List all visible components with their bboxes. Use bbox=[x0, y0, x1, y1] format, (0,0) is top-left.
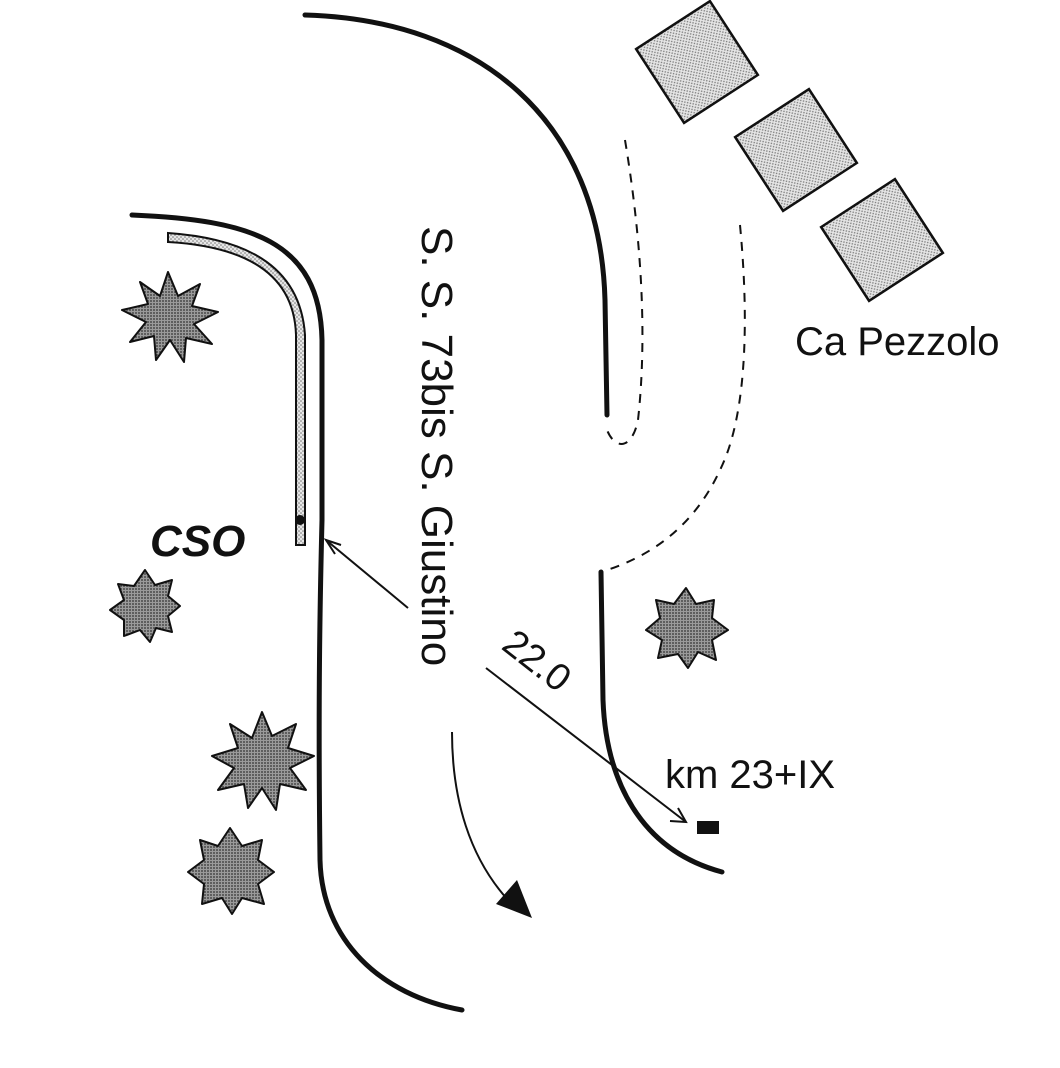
side-road-edge-outer bbox=[600, 224, 746, 573]
house-2 bbox=[733, 87, 859, 213]
cso-pointer-head bbox=[323, 538, 342, 555]
road-east-edge-south bbox=[598, 569, 725, 875]
tree-3 bbox=[211, 711, 315, 811]
cso-pointer-line bbox=[325, 539, 409, 609]
house-1 bbox=[634, 0, 760, 125]
house-3 bbox=[819, 177, 945, 303]
locality-label: Ca Pezzolo bbox=[795, 320, 1000, 364]
road-west-edge bbox=[129, 212, 465, 1013]
distance-line bbox=[485, 667, 687, 823]
km-marker-post bbox=[697, 821, 719, 834]
site-label: CSO bbox=[150, 517, 245, 566]
direction-arrow-head bbox=[496, 880, 532, 918]
tree-2 bbox=[109, 569, 181, 643]
distance-line-head bbox=[669, 807, 688, 824]
cso-point-marker bbox=[295, 515, 305, 525]
tree-5 bbox=[645, 587, 729, 669]
tree-1 bbox=[121, 271, 219, 363]
side-road-edge-inner bbox=[606, 139, 644, 445]
direction-arrow-shaft bbox=[451, 731, 509, 901]
distance-label: 22.0 bbox=[494, 622, 578, 701]
tree-4 bbox=[187, 827, 275, 915]
km-marker-label: km 23+IX bbox=[665, 753, 835, 797]
road-name-label: S. S. 73bis S. Giustino bbox=[412, 226, 461, 666]
road-east-edge-north bbox=[302, 12, 610, 418]
guardrail bbox=[167, 231, 306, 546]
